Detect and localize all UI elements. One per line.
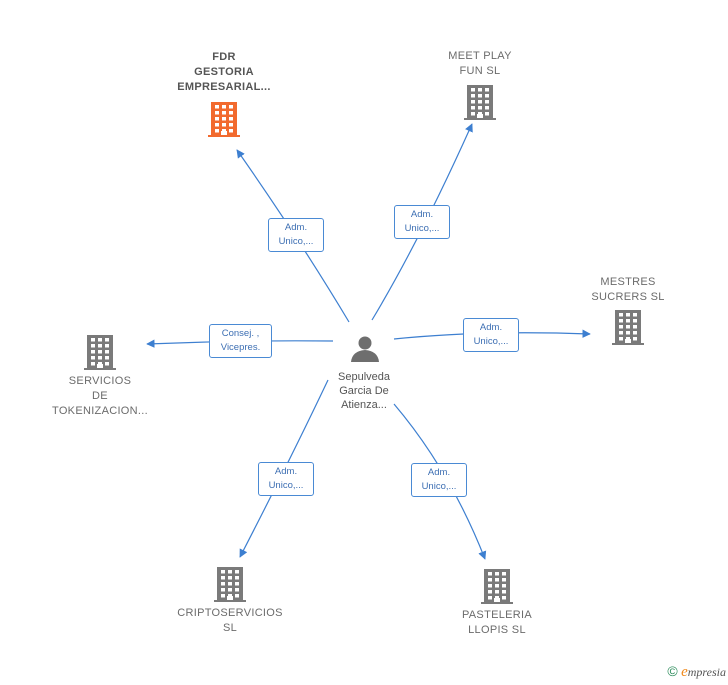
person-icon[interactable] [351,336,379,363]
brand-name: mpresia [687,665,726,679]
company-label-mestres[interactable]: MESTRES SUCRERS SL [591,276,665,303]
company-label-servicios[interactable]: SERVICIOS DE TOKENIZACION... [52,375,148,417]
company-label-pasteleria[interactable]: PASTELERIA LLOPIS SL [461,609,533,636]
role-box-fdr[interactable]: Adm. Unico,... [268,218,324,252]
building-icon[interactable] [214,567,246,602]
building-icon[interactable] [612,310,644,345]
role-box-servicios[interactable]: Consej. , Vicepres. [209,324,272,358]
company-label-cripto[interactable]: CRIPTOSERVICIOS SL [177,607,283,634]
brand-initial: e [681,664,688,680]
role-box-pasteleria[interactable]: Adm. Unico,... [411,463,467,497]
building-icon[interactable] [208,102,240,137]
role-box-mestres[interactable]: Adm. Unico,... [463,318,519,352]
role-box-meet[interactable]: Adm. Unico,... [394,205,450,239]
company-label-fdr[interactable]: FDR GESTORIA EMPRESARIAL... [177,51,271,93]
company-label-meet[interactable]: MEET PLAY FUN SL [448,50,512,77]
empresia-watermark: © empresia [667,663,726,681]
building-icon[interactable] [84,335,116,370]
copyright-icon: © [667,663,678,679]
role-box-cripto[interactable]: Adm. Unico,... [258,462,314,496]
building-icon[interactable] [481,569,513,604]
building-icon[interactable] [464,85,496,120]
center-person-label[interactable]: Sepulveda Garcia De Atienza... [338,371,390,411]
